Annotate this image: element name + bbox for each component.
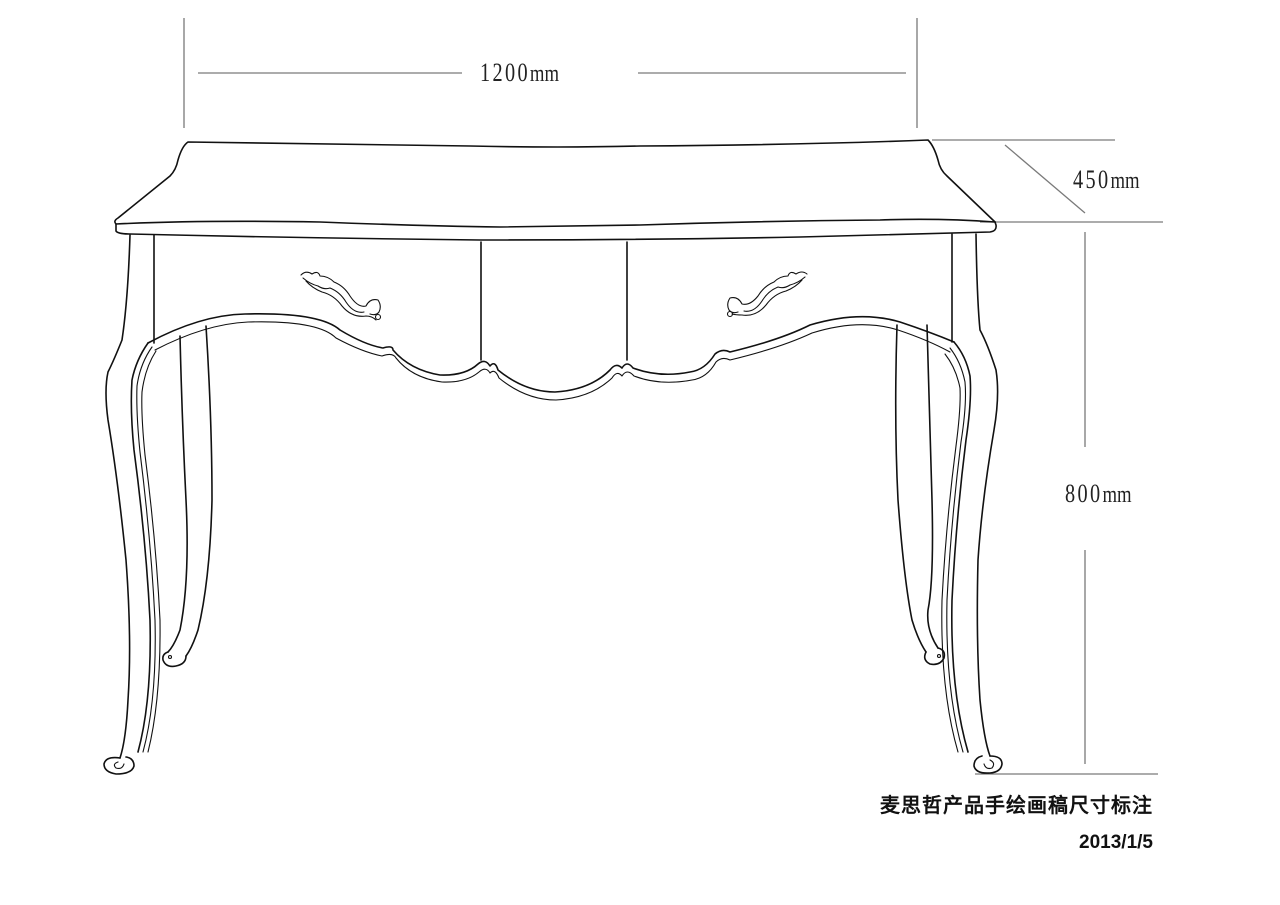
leg-back-left	[162, 325, 213, 668]
leg-back-right	[894, 324, 946, 666]
height-dimension-label: 800mm	[1065, 479, 1132, 508]
dimension-lines	[183, 18, 1163, 775]
apron	[147, 233, 955, 401]
height-value: 800	[1065, 479, 1103, 508]
leg-front-left	[103, 234, 161, 775]
width-value: 1200	[480, 58, 530, 87]
depth-dimension-line	[1004, 144, 1086, 214]
table-top	[114, 139, 997, 241]
caption-date: 2013/1/5	[1079, 832, 1153, 853]
depth-value: 450	[1073, 165, 1111, 194]
drawer-handle-left	[300, 271, 382, 321]
caption-title: 麦思哲产品手绘画稿尺寸标注	[880, 795, 1153, 817]
height-unit: mm	[1102, 482, 1132, 508]
width-dimension-label: 1200mm	[480, 58, 560, 87]
depth-unit: mm	[1110, 168, 1140, 194]
depth-dimension-label: 450mm	[1073, 165, 1140, 194]
drawer-handle-right	[726, 271, 808, 318]
leg-front-right	[941, 233, 1003, 774]
width-unit: mm	[529, 61, 560, 87]
